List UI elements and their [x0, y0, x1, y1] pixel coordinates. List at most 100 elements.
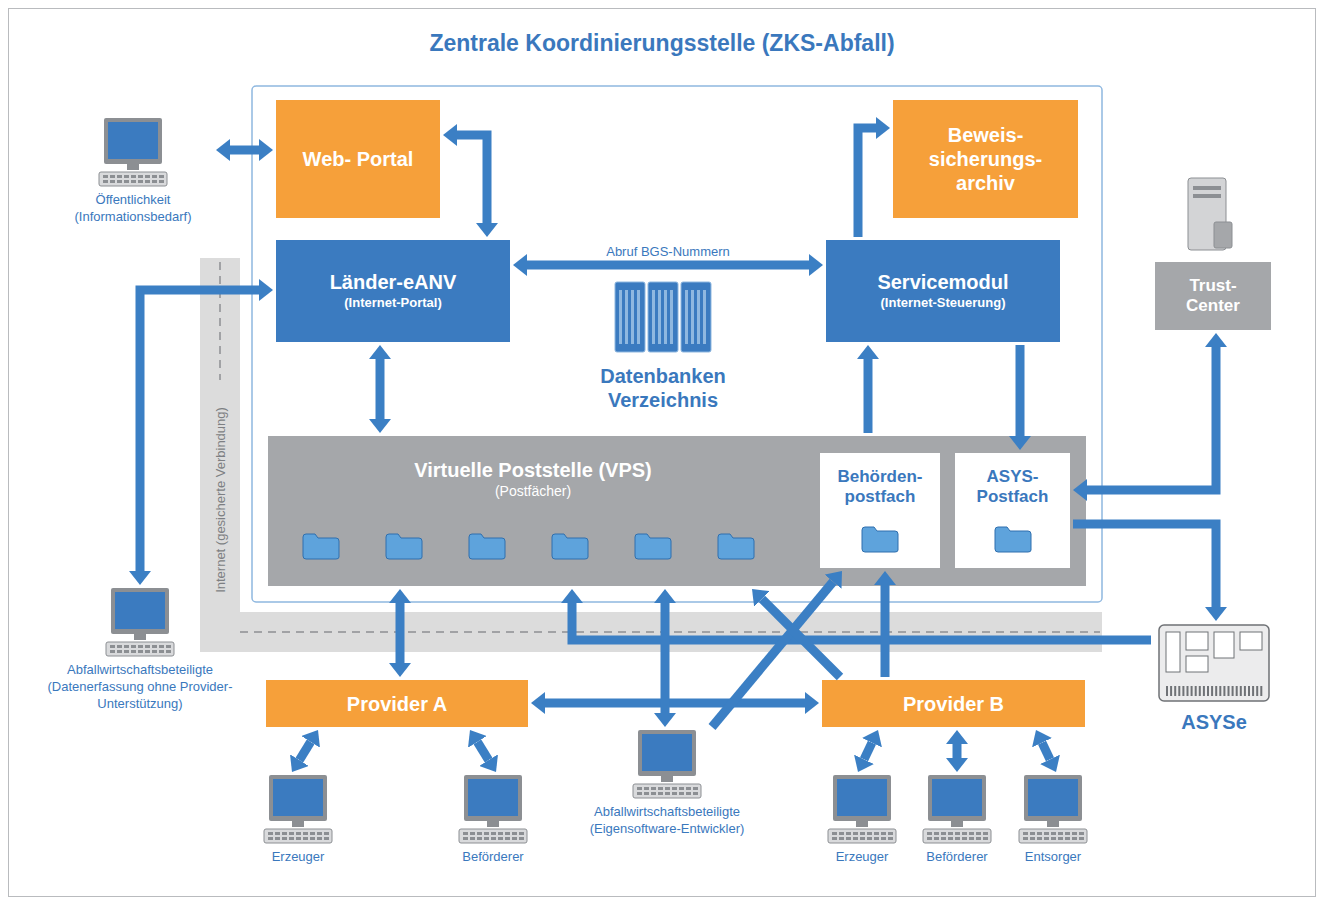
- process-box: Länder-eANV(Internet-Portal): [276, 240, 510, 342]
- connector-arrow: [299, 742, 310, 760]
- connector-arrow: [140, 290, 259, 571]
- text-block: Beförderer: [438, 845, 548, 866]
- folder-icon: [862, 527, 898, 552]
- computer-icon: [1018, 775, 1088, 845]
- node-label: Länder-eANV: [292, 270, 494, 294]
- mailbox-panel: Virtuelle Poststelle (VPS)(Postfächer) Be…: [268, 436, 1086, 586]
- connector-arrow: [396, 603, 405, 663]
- folder-icon: [860, 524, 900, 554]
- asys-machine-icon: [1158, 624, 1270, 702]
- internet-band: [200, 612, 1102, 652]
- process-box: ASYS- Postfach: [955, 453, 1070, 568]
- connector-arrow: [545, 699, 805, 708]
- folder-icon: [386, 534, 422, 559]
- folder-icon: [995, 527, 1031, 552]
- outer-frame: [9, 9, 1316, 897]
- node-label: Abfallwirtschaftsbeteiligte (Datenerfass…: [45, 662, 235, 713]
- node-label: Provider B: [838, 692, 1069, 716]
- node-label: Beweis- sicherungs- archiv: [909, 123, 1062, 195]
- connector-arrow: [864, 359, 873, 433]
- folder-icon: [718, 534, 754, 559]
- connector-arrow: [953, 744, 962, 758]
- node-label: ASYS- Postfach: [963, 467, 1062, 508]
- node-label: Provider A: [282, 692, 512, 716]
- node-label: Servicemodul: [842, 270, 1044, 294]
- text-block: Virtuelle Poststelle (VPS)(Postfächer): [268, 458, 798, 502]
- computer-icon: [105, 588, 175, 658]
- text-block: Erzeuger: [812, 845, 912, 866]
- text-block: Trust- Center: [1165, 276, 1261, 317]
- node-label: ASYSe: [1154, 710, 1274, 734]
- text-block: Datenbanken Verzeichnis: [578, 360, 748, 412]
- process-box: Web- Portal: [276, 100, 440, 218]
- band-label: Internet (gesicherte Verbindung): [213, 403, 228, 597]
- connector-arrow: [477, 742, 488, 760]
- icon-node: Abfallwirtschaftsbeteiligte (Eigensoftwa…: [572, 730, 762, 838]
- computer-icon: [922, 775, 992, 845]
- node-label: Beförderer: [907, 849, 1007, 866]
- text-block: ASYSe: [1154, 706, 1274, 734]
- icon-node: Entsorger: [1003, 775, 1103, 866]
- node-label: Behörden- postfach: [828, 467, 932, 508]
- text-block: Servicemodul(Internet-Steuerung): [842, 270, 1044, 312]
- connector-arrow: [1073, 524, 1216, 607]
- connector-arrow: [661, 603, 670, 713]
- process-box: Beweis- sicherungs- archiv: [893, 100, 1078, 218]
- text-block: Beweis- sicherungs- archiv: [909, 123, 1062, 195]
- node-subtitle: (Postfächer): [268, 482, 798, 502]
- text-block: Web- Portal: [292, 147, 424, 171]
- dashed-line: [240, 631, 1100, 633]
- node-subtitle: (Internet-Steuerung): [842, 294, 1044, 312]
- connector-arrow: [230, 146, 259, 155]
- icon-node: Datenbanken Verzeichnis: [578, 280, 748, 412]
- dashed-line: [219, 262, 221, 380]
- edge-label: Abruf BGS-Nummern: [602, 244, 734, 259]
- folder-icon: [303, 534, 339, 559]
- computer-icon: [632, 730, 702, 800]
- node-label: Web- Portal: [292, 147, 424, 171]
- text-block: ASYS- Postfach: [963, 467, 1062, 508]
- node-subtitle: (Internet-Portal): [292, 294, 494, 312]
- zks-frame: [252, 86, 1102, 602]
- connector-arrow: [1087, 347, 1216, 490]
- text-block: Beförderer: [907, 845, 1007, 866]
- internet-band: [200, 258, 240, 652]
- connector-arrow: [1042, 743, 1050, 760]
- connector-arrow: [457, 135, 487, 223]
- node-label: Datenbanken Verzeichnis: [578, 364, 748, 412]
- text-block: Abfallwirtschaftsbeteiligte (Eigensoftwa…: [572, 800, 762, 838]
- icon-node: ASYSe: [1154, 624, 1274, 734]
- connector-arrow: [527, 261, 809, 270]
- text-block: Provider B: [838, 692, 1069, 716]
- computer-icon: [98, 118, 168, 188]
- database-icon: [613, 280, 713, 354]
- text-block: Entsorger: [1003, 845, 1103, 866]
- connector-arrow: [712, 582, 833, 727]
- node-label: Erzeuger: [243, 849, 353, 866]
- folder-icon: [635, 534, 671, 559]
- server-icon: [1188, 178, 1232, 250]
- text-block: Öffentlichkeit (Informationsbedarf): [53, 188, 213, 226]
- connector-arrow: [858, 128, 876, 237]
- text-block: Abfallwirtschaftsbeteiligte (Datenerfass…: [45, 658, 235, 713]
- text-block: Erzeuger: [243, 845, 353, 866]
- process-box: Behörden- postfach: [820, 453, 940, 568]
- connector-arrow: [864, 743, 872, 760]
- process-box: Provider A: [266, 680, 528, 727]
- icon-node: Beförderer: [438, 775, 548, 866]
- process-box: Trust- Center: [1155, 262, 1271, 330]
- node-label: Trust- Center: [1165, 276, 1261, 317]
- folder-icon: [993, 524, 1033, 554]
- computer-icon: [827, 775, 897, 845]
- node-label: Erzeuger: [812, 849, 912, 866]
- text-block: Länder-eANV(Internet-Portal): [292, 270, 494, 312]
- computer-icon: [458, 775, 528, 845]
- node-label: Öffentlichkeit (Informationsbedarf): [53, 192, 213, 226]
- connector-arrow: [762, 599, 840, 677]
- process-box: Provider B: [822, 680, 1085, 727]
- node-label: Beförderer: [438, 849, 548, 866]
- folder-icon: [469, 534, 505, 559]
- connector-arrow: [572, 603, 1151, 640]
- connector-arrow: [376, 359, 385, 419]
